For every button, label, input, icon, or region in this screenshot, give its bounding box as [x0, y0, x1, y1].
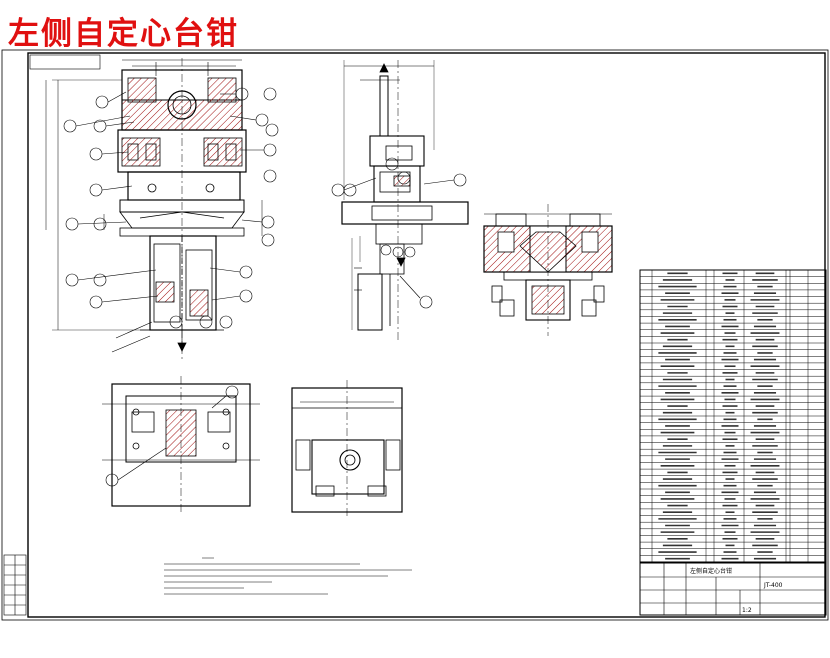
- top-view: [102, 376, 260, 514]
- outer-border: [1, 49, 829, 621]
- drawing-title: 左侧自定心台钳: [8, 16, 239, 52]
- title-block: [639, 562, 827, 616]
- side-view-balloons: [331, 157, 467, 309]
- technical-notes: [164, 557, 412, 595]
- title-block-scale: 1:2: [742, 607, 752, 614]
- title-block-drawing-no: JT-400: [763, 582, 783, 589]
- front-view-balloons: [63, 62, 279, 353]
- inner-border: [27, 52, 826, 618]
- title-block-part-name: 左侧自定心台钳: [690, 567, 732, 575]
- bottom-view: [291, 380, 403, 518]
- section-view: [483, 204, 613, 336]
- revision-strip: [3, 554, 27, 616]
- drawing-code-box: [29, 54, 101, 70]
- front-view: [45, 58, 263, 360]
- side-view: [341, 60, 469, 340]
- parts-list: [639, 269, 827, 563]
